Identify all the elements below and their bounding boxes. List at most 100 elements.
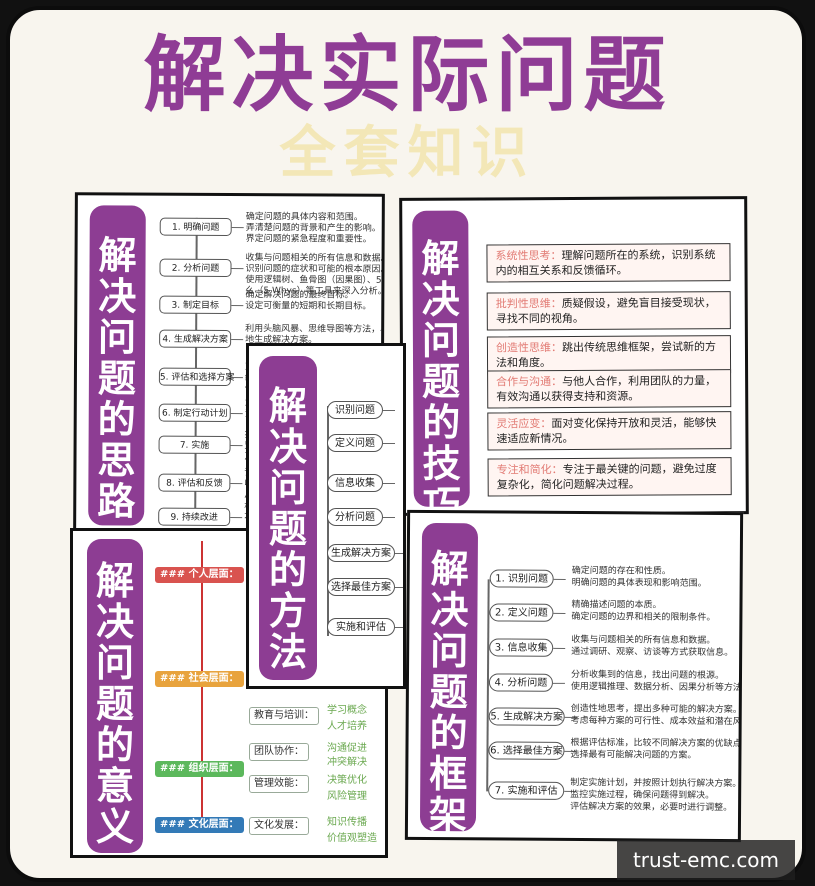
detail-text: 评估解决方案的效果，必要时进行调整。 — [570, 801, 733, 814]
vertical-title-char: 问 — [421, 318, 461, 363]
detail-text: 考虑每种方案的可行性、成本效益和潜在风险。 — [570, 715, 744, 728]
mind-node: 5. 评估和选择方案 — [158, 367, 234, 387]
mind-node: 6. 选择最佳方案 — [488, 741, 565, 760]
vertical-title-char: 框 — [429, 752, 468, 797]
detail-text: 设定可衡量的短期和长期目标。 — [245, 301, 372, 312]
mind-node: 3. 信息收集 — [489, 638, 554, 657]
level-label: ### 文化层面： — [155, 817, 244, 833]
mind-node: 9. 持续改进 — [158, 507, 231, 527]
vertical-title-char: 题 — [429, 670, 469, 715]
detail-text: 利用头脑风暴、思维导图等方法，尽可能多 — [245, 324, 385, 335]
mind-node: 5. 生成解决方案 — [488, 707, 565, 726]
mind-node: 识别问题 — [327, 401, 383, 419]
vertical-title-char: 的 — [268, 548, 307, 593]
mind-node: 信息收集 — [327, 474, 383, 492]
card-framework: 解决问题的框架 1. 识别问题确定问题的存在和性质。明确问题的具体表现和影响范围… — [404, 509, 744, 843]
sub-node: 文化发展： — [249, 817, 309, 835]
sub-node: 管理效能： — [249, 775, 309, 793]
vertical-title-char: 解 — [421, 236, 460, 281]
mind-node: 4. 生成解决方案 — [159, 329, 232, 349]
vertical-title-char: 决 — [98, 274, 137, 319]
tip-key: 系统性思考： — [495, 249, 562, 263]
detail-text: 界定问题的紧急程度和重要性。 — [245, 234, 372, 245]
branch-line — [231, 339, 244, 341]
level-label: ### 社会层面： — [155, 671, 244, 687]
leaf-text: 学习概念 — [327, 705, 367, 716]
vertical-title-char: 题 — [268, 507, 307, 552]
branch-line — [552, 682, 565, 684]
vertical-title-char: 解 — [430, 546, 469, 592]
branch-line — [230, 377, 243, 379]
mind-node: 6. 制定行动计划 — [158, 403, 231, 423]
card-method: 解决问题的方法 识别问题定义问题信息收集分析问题生成解决方案选择最佳方案实施和评… — [246, 343, 406, 689]
mind-node: 分析问题 — [327, 508, 383, 526]
detail-text: 创造性地思考，提出多种可能的解决方案。 — [570, 703, 742, 716]
vertical-title-char: 的 — [429, 711, 468, 756]
detail-text: 弄清楚问题的背景和产生的影响。 — [245, 223, 381, 234]
level-label: ### 组织层面： — [155, 761, 244, 777]
vertical-title-char: 义 — [95, 805, 134, 850]
leaf-text: 知识传播 — [327, 817, 367, 828]
branch-line — [553, 647, 566, 649]
card-skills: 解决问题的技巧 系统性思考：理解问题所在的系统，识别系统内的相互关系和反馈循环。… — [399, 196, 749, 516]
branch-line — [383, 517, 395, 518]
detail-text: 根据评估标准，比较不同解决方案的优缺点。 — [570, 737, 744, 750]
detail-text: 收集与问题相关的所有信息和数据。 — [245, 253, 385, 264]
mind-node: 4. 分析问题 — [488, 673, 554, 692]
detail-text: 选择最有可能解决问题的方案。 — [570, 749, 697, 761]
vertical-title-char: 的 — [95, 723, 134, 768]
vertical-title-char: 解 — [98, 233, 137, 278]
tip-box: 专注和简化：专注于最关键的问题，避免过度复杂化，简化问题解决过程。 — [487, 457, 732, 497]
branch-line — [383, 443, 395, 444]
tip-box: 批判性思维：质疑假设，避免盲目接受现状，寻找不同的视角。 — [486, 291, 731, 331]
tip-key: 合作与沟通： — [496, 375, 563, 389]
sub-node: 教育与培训： — [249, 707, 319, 725]
vertical-title-char: 问 — [268, 466, 307, 511]
branch-line — [230, 517, 243, 519]
mind-node: 7. 实施和评估 — [488, 781, 565, 800]
page-subtitle: 全套知识 — [279, 121, 536, 186]
mind-node: 7. 实施 — [158, 435, 231, 455]
branch-line — [230, 413, 243, 415]
level-label: ### 个人层面： — [155, 567, 244, 583]
branch-line — [231, 227, 244, 229]
vertical-title-char: 的 — [422, 400, 461, 445]
branch-line — [231, 268, 244, 270]
sub-node: 团队协作： — [249, 743, 309, 761]
detail-text: 通过调研、观察、访谈等方式获取信息。 — [571, 646, 734, 659]
vertical-title-char: 思 — [97, 438, 136, 483]
vertical-title-char: 意 — [95, 764, 134, 809]
tip-box: 灵活应变：面对变化保持开放和灵活，能够快速适应新情况。 — [487, 411, 732, 451]
branch-line — [395, 553, 403, 554]
vertical-title-char: 法 — [268, 630, 307, 675]
card-meaning: 解决问题的意义 ### 个人层面： ### 社会层面： ### 组织层面： ### 文… — [70, 528, 388, 858]
detail-text: 使用逻辑推理、数据分析、因果分析等方法。 — [570, 681, 744, 694]
leaf-text: 价值观塑造 — [327, 833, 377, 844]
card-framework-title: 解决问题的框架 — [419, 522, 479, 837]
mind-node: 8. 评估和反馈 — [158, 473, 231, 493]
vertical-title-char: 问 — [95, 641, 134, 686]
tip-key: 专注和简化： — [496, 463, 563, 477]
card-meaning-title: 解决问题的意义 — [87, 539, 143, 853]
leaf-text: 冲突解决 — [327, 757, 367, 768]
branch-line — [231, 305, 244, 307]
leaf-text: 决策优化 — [327, 775, 367, 786]
branch-line — [553, 612, 566, 614]
branch-line — [395, 587, 403, 588]
vertical-title-char: 问 — [98, 315, 137, 360]
vertical-title-char: 的 — [97, 397, 136, 442]
branch-line — [230, 483, 243, 485]
vertical-title-char: 架 — [428, 793, 468, 838]
mind-node: 实施和评估 — [327, 618, 395, 636]
mind-node: 选择最佳方案 — [327, 578, 395, 596]
vertical-title-char: 解 — [268, 384, 307, 428]
detail-text: 收集与问题相关的所有信息和数据。 — [571, 634, 716, 646]
tip-box: 系统性思考：理解问题所在的系统，识别系统内的相互关系和反馈循环。 — [486, 243, 731, 283]
branch-line — [383, 483, 395, 484]
detail-text: 精确描述问题的本质。 — [571, 599, 662, 611]
detail-text: 监控实施过程，确保问题得到解决。 — [570, 789, 715, 801]
page-title: 解决实际问题 — [143, 28, 672, 123]
detail-text: 明确问题的具体表现和影响范围。 — [571, 577, 707, 589]
vertical-title-char: 题 — [97, 356, 137, 401]
detail-text: 识别问题的症状和可能的根本原因。 — [245, 264, 385, 275]
